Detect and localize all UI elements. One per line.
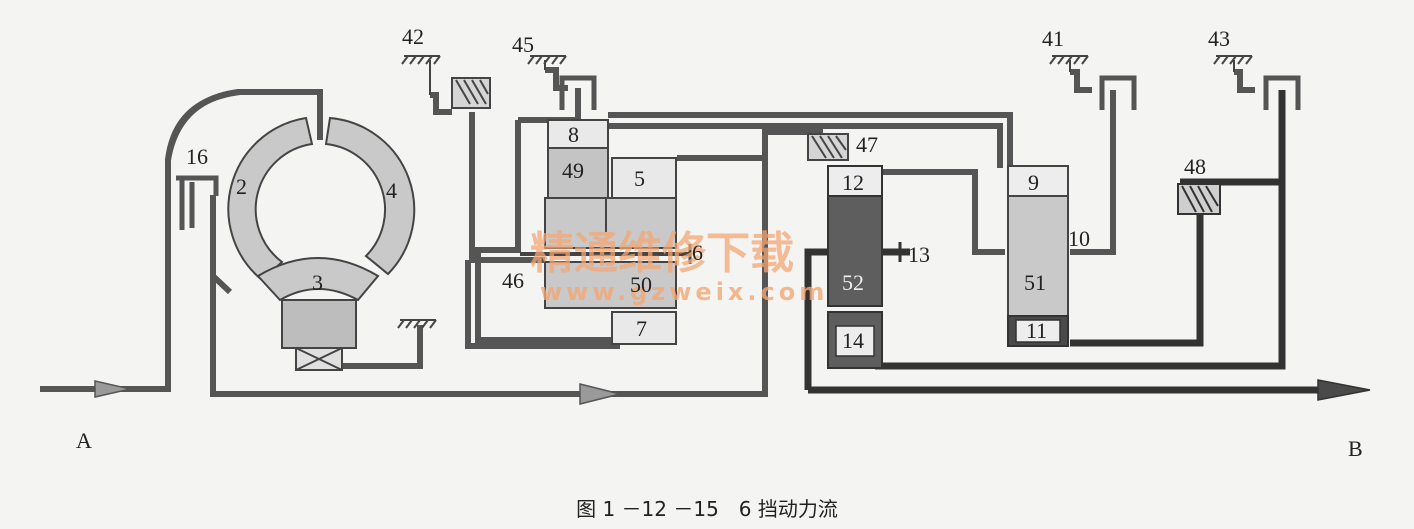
impeller-2 [227, 116, 314, 282]
label-45: 45 [512, 32, 534, 57]
label-2: 2 [236, 174, 247, 199]
box-12 [827, 165, 883, 197]
output-label-b: B [1348, 436, 1363, 461]
label-3: 3 [312, 270, 323, 295]
turbine-4 [324, 116, 416, 276]
label-8: 8 [568, 122, 579, 147]
label-11: 11 [1026, 318, 1047, 343]
label-49: 49 [562, 158, 584, 183]
light-shafts [40, 67, 1255, 397]
label-12: 12 [842, 170, 864, 195]
torque-converter [165, 89, 416, 371]
label-6: 6 [692, 240, 703, 265]
label-16: 16 [186, 144, 208, 169]
label-9: 9 [1028, 170, 1039, 195]
mid-arrow [579, 383, 621, 405]
box-51 [1007, 195, 1069, 317]
label-5: 5 [634, 166, 645, 191]
label-10: 10 [1068, 226, 1090, 251]
input-arrow [94, 380, 131, 398]
output-arrow [1317, 379, 1371, 401]
box-7 [611, 311, 677, 345]
label-4: 4 [386, 178, 397, 203]
loaded-shafts [804, 90, 1330, 394]
planetary-set-1 [520, 119, 692, 345]
label-14: 14 [842, 328, 864, 353]
box-upper-gear [544, 197, 677, 249]
label-47: 47 [856, 132, 878, 157]
ground-symbols [397, 55, 1253, 329]
clutch-packs [451, 77, 1221, 215]
label-41: 41 [1042, 26, 1064, 51]
box-9 [1007, 165, 1069, 197]
label-46: 46 [502, 268, 524, 293]
label-52: 52 [842, 270, 864, 295]
input-label-a: A [76, 428, 92, 453]
label-50: 50 [630, 272, 652, 297]
brake-brackets [559, 75, 1301, 110]
label-42: 42 [402, 24, 424, 49]
label-13: 13 [908, 242, 930, 267]
planetary-set-3 [1007, 165, 1069, 347]
part-labels: 42 45 41 43 16 2 4 3 8 49 5 6 46 50 7 47… [186, 24, 1230, 353]
box-50 [544, 261, 677, 309]
label-48: 48 [1184, 154, 1206, 179]
stator-3 [256, 257, 380, 302]
label-51: 51 [1024, 270, 1046, 295]
box-49 [547, 147, 609, 199]
label-7: 7 [636, 316, 647, 341]
watermark-title: 精通维修下载 [530, 228, 794, 279]
box-52 [827, 195, 883, 307]
figure-caption: 图 1 －12 －15 6 挡动力流 [576, 497, 838, 521]
box-5 [611, 157, 677, 199]
stator-hub [281, 299, 357, 349]
label-43: 43 [1208, 26, 1230, 51]
watermark-url: www.gzweix.com [540, 278, 828, 306]
planetary-set-2 [827, 165, 902, 369]
